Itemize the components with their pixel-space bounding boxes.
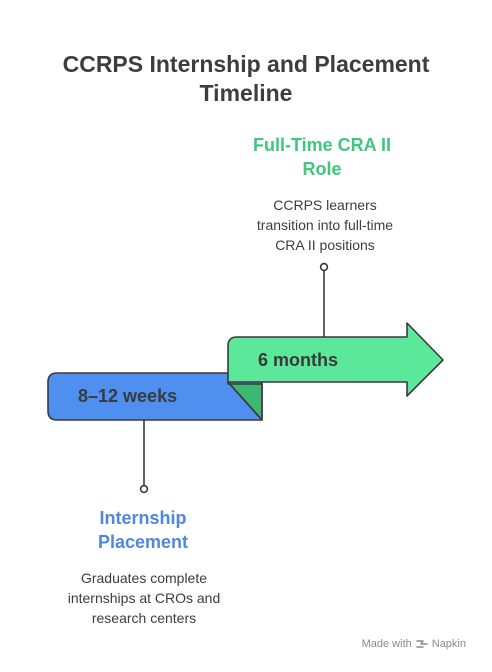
napkin-logo-icon [416,640,428,648]
fulltime-arrow [227,322,444,397]
internship-description: Graduates complete internships at CROs a… [67,570,221,626]
fulltime-duration-label: 6 months [258,350,339,370]
internship-connector-dot [139,484,149,494]
internship-duration-label: 8–12 weeks [78,386,178,406]
napkin-credit[interactable]: Made with Napkin [362,637,466,651]
page-title: CCRPS Internship and Placement Timeline [62,51,430,106]
fulltime-description: CCRPS learners transition into full-time… [256,197,394,253]
napkin-brand: Napkin [431,638,466,650]
arrow-fold-edge [227,381,263,421]
fulltime-heading: Full-Time CRA II Role [252,135,391,179]
made-with-label: Made with [361,638,412,650]
internship-bar [47,372,263,421]
internship-heading: Internship Placement [97,508,189,552]
fulltime-connector-dot [319,262,329,272]
